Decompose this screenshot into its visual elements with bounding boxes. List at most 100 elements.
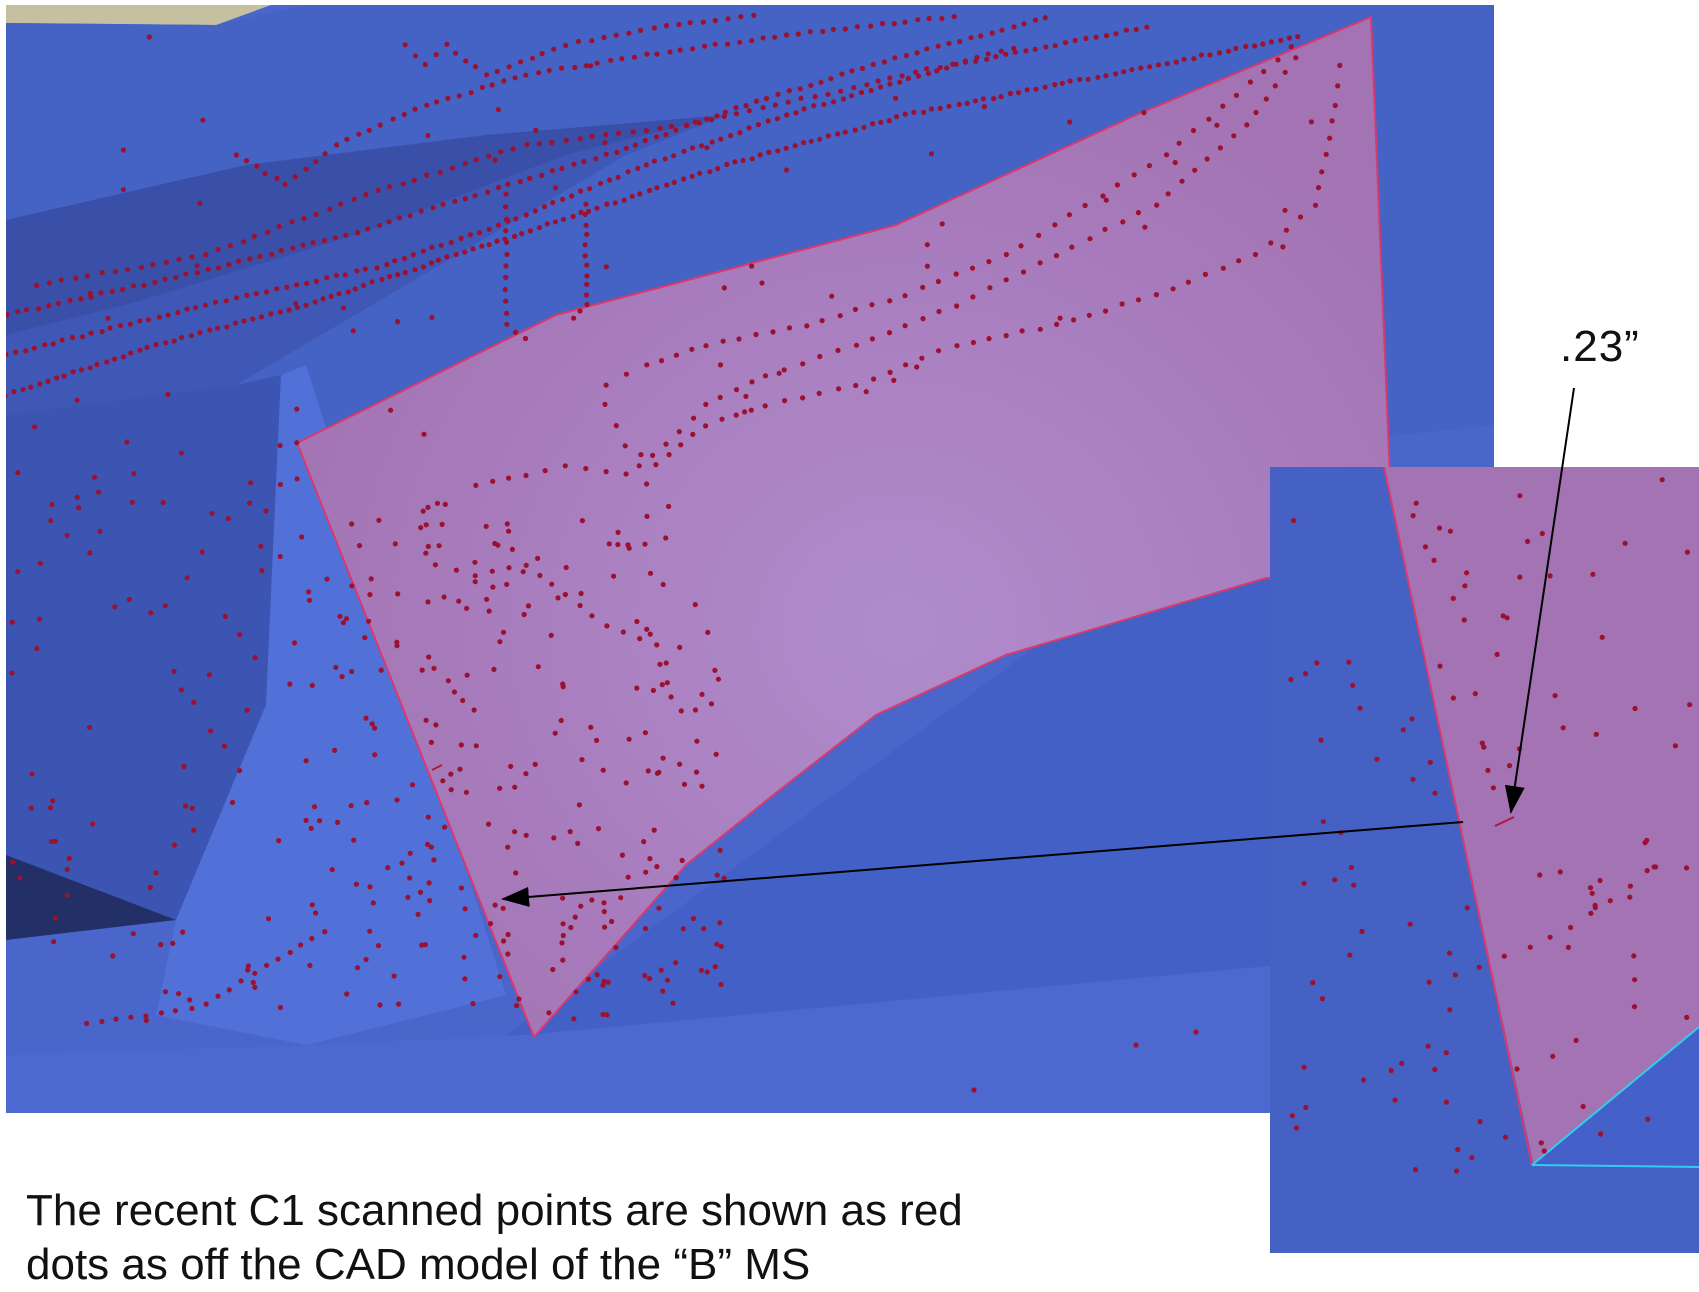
scan-point: [878, 119, 884, 125]
scan-point: [1599, 634, 1605, 640]
scan-point: [1059, 80, 1065, 86]
scan-point: [837, 313, 843, 319]
scan-point: [902, 323, 908, 329]
scan-point: [551, 835, 557, 841]
scan-point: [374, 265, 380, 271]
scan-point: [473, 743, 479, 749]
scan-point: [484, 596, 490, 602]
scan-point: [584, 273, 590, 279]
scan-point: [785, 99, 791, 105]
scan-point: [603, 151, 609, 157]
scan-point: [714, 872, 720, 878]
scan-point: [521, 611, 527, 618]
scan-point: [221, 743, 228, 749]
scan-point: [964, 100, 970, 106]
scan-point: [495, 107, 501, 113]
scan-point: [313, 159, 319, 165]
scan-point: [1627, 883, 1633, 889]
scan-point: [194, 263, 200, 269]
scan-point: [709, 139, 715, 145]
scan-point: [502, 286, 508, 293]
scan-point: [776, 370, 782, 376]
scan-point: [659, 682, 665, 688]
scan-point: [438, 242, 444, 248]
scan-point: [1607, 898, 1613, 904]
scan-point: [234, 295, 240, 301]
scan-point: [1087, 236, 1093, 242]
scan-point: [852, 127, 858, 133]
scan-point: [162, 989, 169, 995]
scan-point: [601, 34, 607, 41]
scan-point: [1253, 109, 1259, 116]
scan-point: [426, 654, 432, 660]
scan-point: [1400, 727, 1406, 733]
scan-point: [560, 932, 566, 939]
scan-point: [742, 409, 748, 415]
scan-point: [1537, 872, 1543, 878]
scan-point: [384, 262, 390, 268]
scan-point: [733, 111, 740, 117]
scan-point: [763, 96, 770, 102]
scan-point: [299, 534, 305, 540]
scan-point: [336, 291, 342, 297]
scan-point: [107, 325, 113, 331]
scan-point: [1472, 691, 1478, 697]
scan-point: [512, 784, 518, 790]
scan-point: [619, 852, 626, 858]
scan-point: [939, 16, 945, 22]
scan-point: [670, 1000, 676, 1006]
scan-point: [130, 283, 136, 289]
scan-point: [258, 314, 265, 320]
scan-point: [606, 541, 612, 547]
scan-point: [634, 618, 640, 625]
scan-point: [145, 317, 152, 323]
scan-point: [783, 145, 789, 151]
scan-point: [354, 965, 361, 971]
scan-point: [1598, 1131, 1604, 1137]
scan-point: [991, 96, 997, 102]
scan-point: [602, 140, 608, 146]
scan-point: [602, 924, 608, 930]
scan-point: [263, 508, 269, 514]
scan-point: [1015, 90, 1022, 96]
scan-point: [503, 298, 509, 304]
scan-point: [440, 778, 446, 784]
scan-point: [935, 348, 942, 354]
scan-point: [309, 935, 315, 942]
scan-point: [1220, 265, 1226, 271]
scan-point: [415, 911, 421, 918]
scan-point: [137, 318, 143, 324]
scan-point: [928, 106, 935, 112]
scan-point: [584, 301, 590, 308]
scan-point: [1346, 659, 1352, 665]
scan-point: [603, 264, 609, 270]
scan-point: [422, 942, 428, 948]
scan-point: [708, 701, 715, 707]
scan-point: [703, 343, 709, 349]
scan-point: [535, 555, 541, 562]
scan-point: [875, 78, 881, 84]
scan-point: [433, 52, 439, 58]
scan-point: [504, 321, 510, 327]
scan-point: [99, 269, 105, 276]
scan-point: [919, 355, 925, 361]
scan-point: [821, 101, 827, 108]
scan-point: [749, 379, 755, 385]
scan-point: [584, 231, 590, 237]
scan-point: [989, 30, 995, 36]
scan-point: [182, 803, 189, 809]
scan-point: [673, 352, 680, 358]
scan-point: [740, 157, 746, 163]
scan-point: [15, 569, 21, 575]
scan-point: [354, 268, 360, 274]
mid-ridge-band: [6, 45, 906, 435]
scan-point: [130, 931, 136, 937]
scan-point: [578, 903, 584, 909]
scan-point: [143, 1017, 149, 1024]
scan-point: [69, 334, 76, 340]
scan-point: [571, 1016, 577, 1022]
scan-point: [464, 605, 470, 611]
scan-point: [385, 865, 391, 871]
scan-point: [1077, 76, 1083, 82]
scan-point: [274, 175, 280, 181]
